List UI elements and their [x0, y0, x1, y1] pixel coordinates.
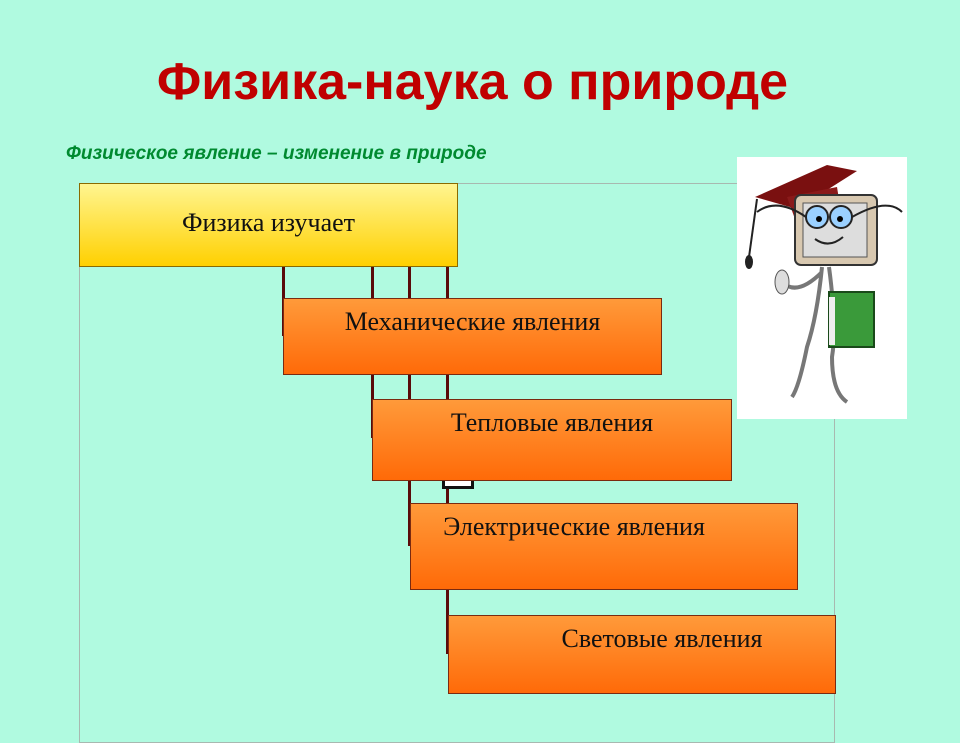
root-box: Физика изучает [79, 183, 458, 267]
slide-subtitle: Физическое явление – изменение в природе [66, 143, 487, 164]
branch-box-thermal: Тепловые явления [372, 399, 732, 481]
branch-box-light: Световые явления [448, 615, 836, 694]
slide-title: Физика-наука о природе [156, 53, 789, 111]
professor-computer-illustration [737, 157, 907, 419]
branch-box-mechanical: Механические явления [283, 298, 662, 375]
branch-box-electrical: Электрические явления [410, 503, 798, 590]
connector-marker [442, 478, 474, 489]
